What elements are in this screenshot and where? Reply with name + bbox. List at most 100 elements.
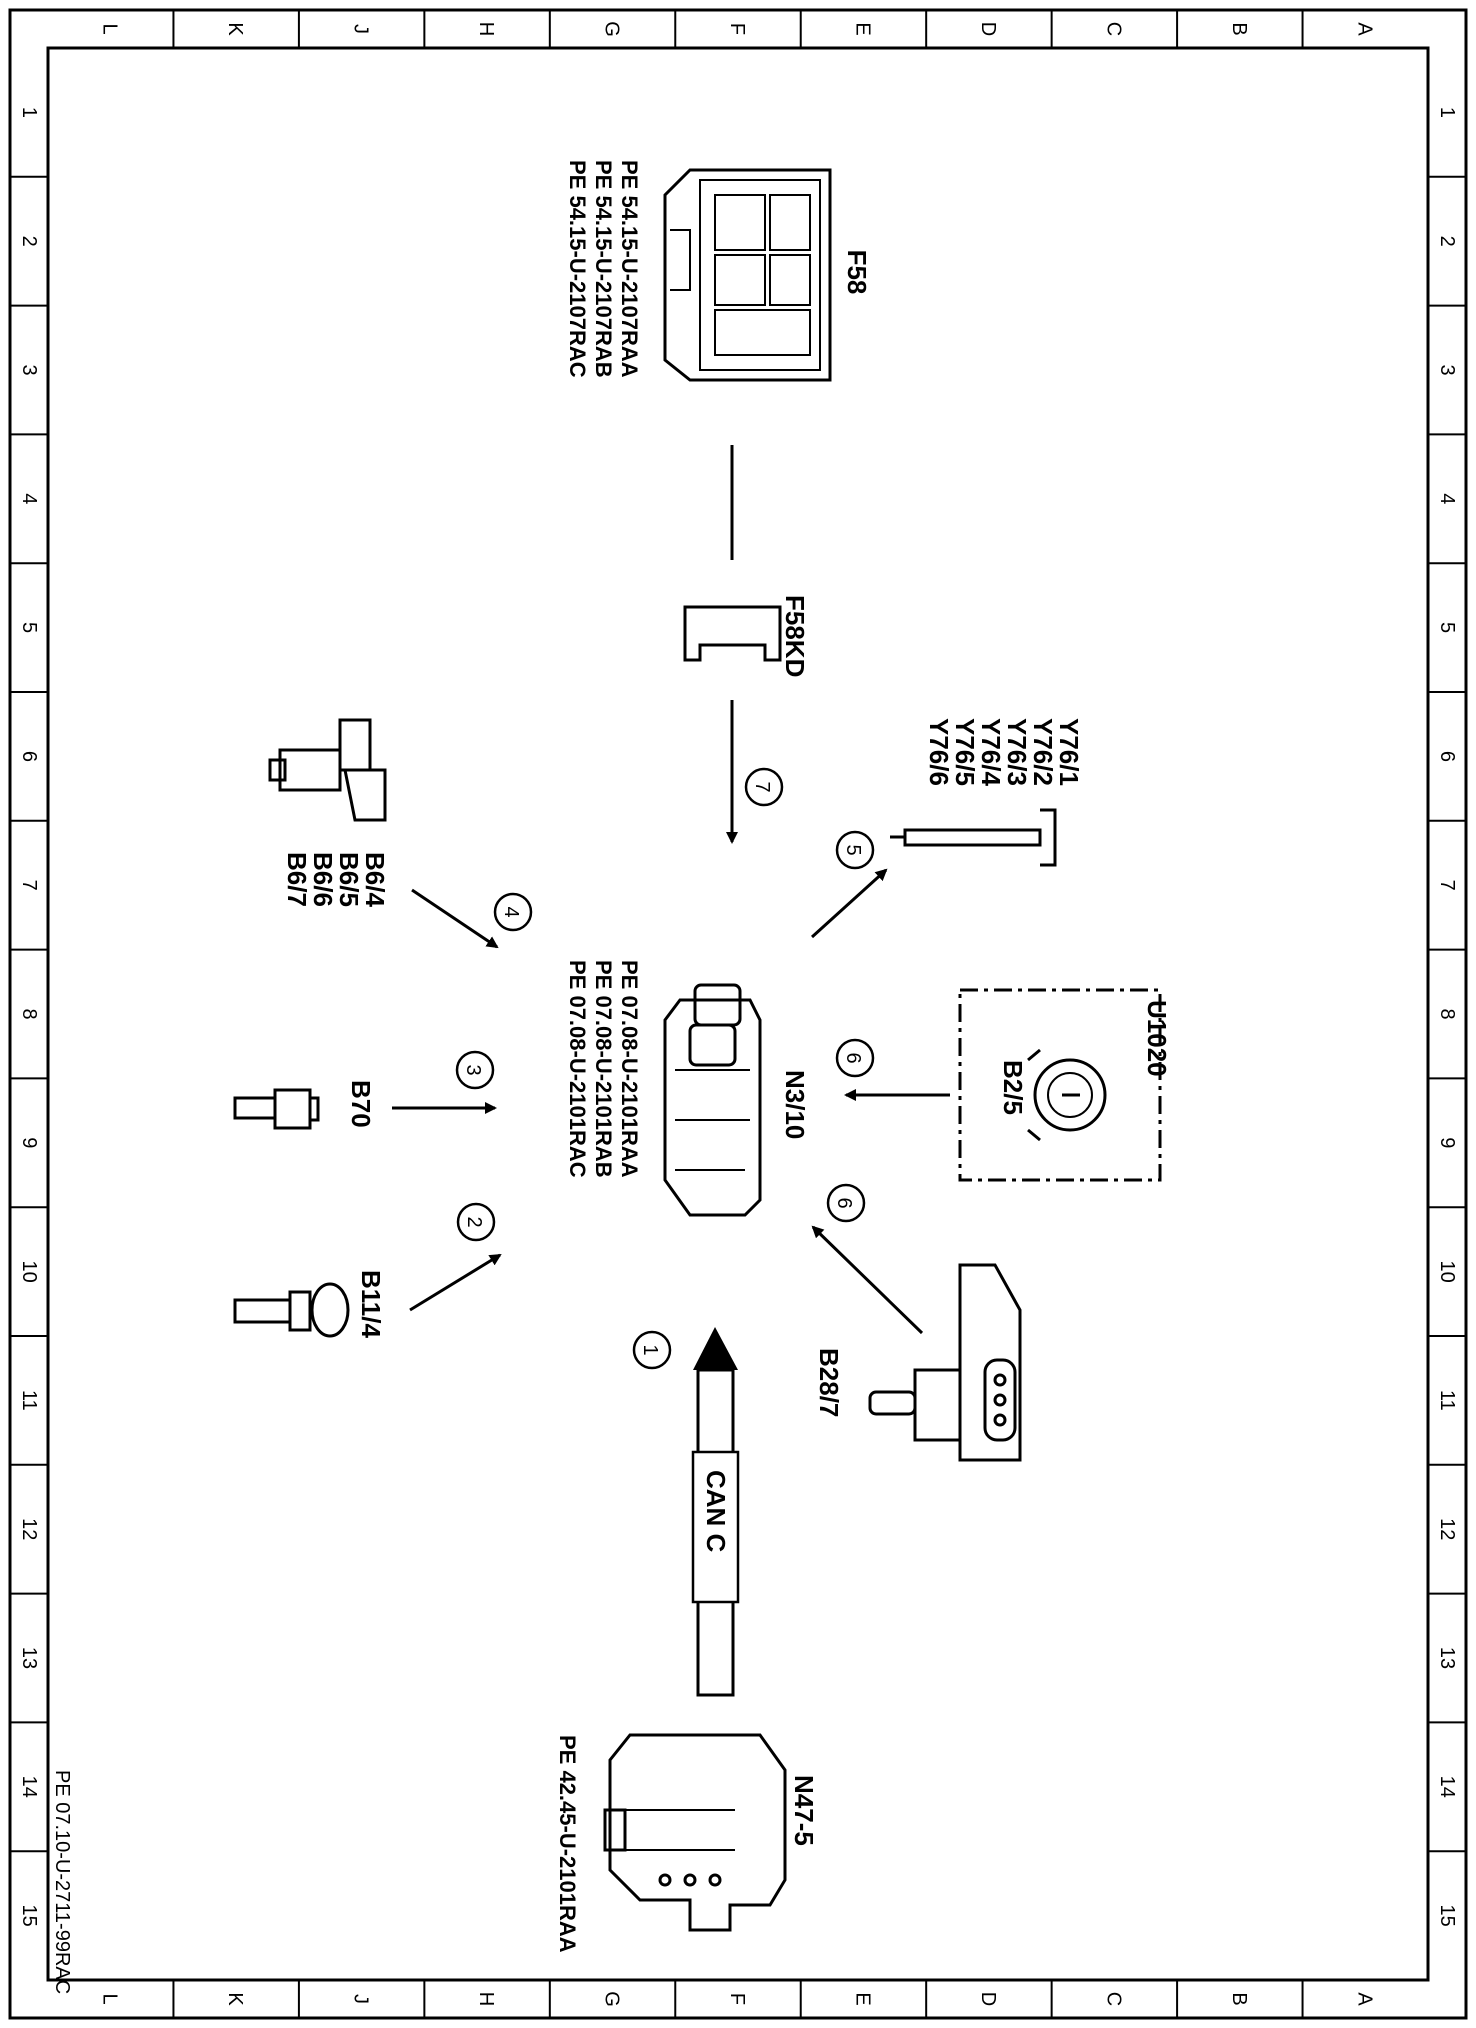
u1020-module-boundary — [958, 988, 1162, 1182]
svg-text:Y76/2: Y76/2 — [1028, 718, 1058, 786]
b70-label: B70 — [346, 1080, 376, 1128]
grid-label: 11 — [18, 1390, 40, 1411]
svg-text:2: 2 — [463, 1216, 485, 1227]
svg-text:B6/4: B6/4 — [360, 852, 390, 907]
y76-labels: Y76/1 Y76/2 Y76/3 Y76/4 Y76/5 Y76/6 — [924, 718, 1084, 786]
grid-ticks — [10, 10, 1466, 2018]
b28-7-sensor — [868, 1263, 1022, 1462]
grid-label: H — [475, 1992, 497, 2006]
grid-label: B — [1228, 1992, 1250, 2005]
n3-10-ref-1: PE 07.08-U-2101RAA — [617, 960, 642, 1178]
svg-text:Y76/1: Y76/1 — [1054, 718, 1084, 786]
grid-label: 5 — [1436, 622, 1458, 633]
svg-text:6: 6 — [833, 1197, 855, 1208]
grid-label: L — [99, 1993, 121, 2004]
connection-5-badge: 5 — [835, 830, 875, 870]
grid-label: J — [350, 1994, 372, 2004]
n47-5-hydraulic-unit — [603, 1733, 787, 1932]
n3-10-ref-3: PE 07.08-U-2101RAC — [565, 960, 590, 1178]
svg-text:1: 1 — [639, 1344, 661, 1355]
grid-label: 2 — [1436, 236, 1458, 247]
arrow-6b — [811, 1225, 924, 1335]
f58-fuse-box — [663, 168, 832, 382]
arrow-5 — [810, 868, 888, 939]
grid-label: 13 — [1436, 1647, 1458, 1669]
f58kd-relay — [683, 605, 782, 662]
connection-4-badge: 4 — [493, 892, 533, 932]
grid-label: 12 — [1436, 1518, 1458, 1540]
u1020-label: U1020 — [1142, 1000, 1172, 1077]
grid-label: E — [851, 1992, 873, 2005]
can-label: CAN C — [701, 1470, 731, 1553]
grid-label: 10 — [1436, 1260, 1458, 1282]
grid-label: D — [977, 1992, 999, 2006]
inner-frame — [46, 46, 1430, 1982]
n3-10-control-unit — [663, 983, 762, 1217]
grid-label: C — [1102, 22, 1124, 36]
grid-label: F — [726, 1993, 748, 2005]
b2-5-label: B2/5 — [998, 1060, 1028, 1115]
grid-label: 7 — [1436, 880, 1458, 891]
grid-label: 15 — [1436, 1904, 1458, 1926]
grid-label: H — [475, 22, 497, 36]
n3-10-label: N3/10 — [780, 1070, 810, 1139]
grid-label: K — [224, 1992, 246, 2006]
f58-ref-1: PE 54.15-U-2107RAA — [617, 160, 642, 378]
svg-text:B6/5: B6/5 — [334, 852, 364, 907]
f58kd-label: F58KD — [780, 595, 810, 677]
n3-10-ref-2: PE 07.08-U-2101RAB — [591, 960, 616, 1178]
b70-sensor — [233, 1088, 320, 1130]
b11-4-label: B11/4 — [356, 1270, 386, 1338]
grid-label: 4 — [1436, 493, 1458, 504]
y76-injector — [890, 808, 1057, 867]
grid-label: 5 — [18, 622, 40, 633]
svg-text:5: 5 — [842, 844, 864, 855]
grid-label: 11 — [1436, 1390, 1458, 1411]
grid-label: D — [977, 22, 999, 36]
grid-label: 3 — [18, 364, 40, 375]
f58-ref-3: PE 54.15-U-2107RAC — [565, 160, 590, 378]
grid-label: 9 — [1436, 1137, 1458, 1148]
b28-7-label: B28/7 — [814, 1348, 844, 1417]
grid-label: 7 — [18, 880, 40, 891]
b2-5-sensor — [1027, 1048, 1107, 1142]
b6-labels: B6/4 B6/5 B6/6 B6/7 — [282, 852, 390, 907]
grid-label: A — [1353, 1992, 1375, 2006]
grid-label: G — [601, 1991, 623, 2007]
arrow-4 — [411, 888, 499, 949]
document-id: PE 07.10-U-2711-99RAC — [51, 1770, 73, 1994]
outer-frame — [8, 8, 1468, 2020]
grid-label: G — [601, 21, 623, 37]
grid-label: 12 — [18, 1518, 40, 1540]
connection-6a-badge: 6 — [835, 1038, 875, 1078]
svg-text:4: 4 — [500, 906, 522, 917]
b6-sensor — [268, 718, 387, 822]
svg-text:Y76/6: Y76/6 — [924, 718, 954, 786]
svg-text:7: 7 — [751, 781, 773, 792]
grid-label: 15 — [18, 1904, 40, 1926]
grid-label: 3 — [1436, 364, 1458, 375]
svg-text:3: 3 — [462, 1064, 484, 1075]
grid-label: 1 — [18, 107, 40, 118]
grid-label: 8 — [18, 1008, 40, 1019]
grid-label: 2 — [18, 236, 40, 247]
grid-label: 6 — [18, 751, 40, 762]
grid-label: 8 — [1436, 1008, 1458, 1019]
can-label-box — [691, 1450, 740, 1604]
can-bus-arrowhead — [693, 1327, 738, 1370]
n47-5-ref: PE 42.45-U-2101RAA — [555, 1735, 580, 1953]
grid-label: 14 — [18, 1776, 40, 1798]
arrow-2 — [409, 1253, 502, 1312]
grid-label: 10 — [18, 1260, 40, 1282]
svg-text:6: 6 — [842, 1052, 864, 1063]
svg-text:Y76/5: Y76/5 — [950, 718, 980, 786]
grid-label: B — [1228, 22, 1250, 35]
n3-10-references: PE 07.08-U-2101RAA PE 07.08-U-2101RAB PE… — [565, 960, 642, 1178]
grid-label: A — [1353, 22, 1375, 36]
f58-ref-2: PE 54.15-U-2107RAB — [591, 160, 616, 378]
connection-1-badge: 1 — [632, 1330, 672, 1370]
grid-label: 9 — [18, 1137, 40, 1148]
grid-label: E — [851, 22, 873, 35]
